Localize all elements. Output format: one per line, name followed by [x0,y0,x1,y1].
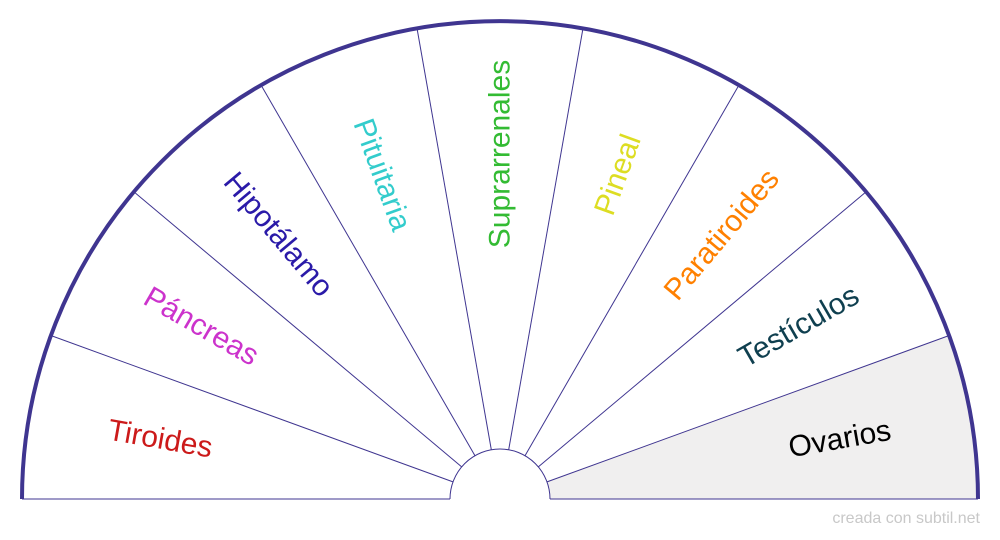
segment-divider [508,28,584,450]
segment-dividers [50,28,950,483]
segment-4-fill [261,28,492,456]
segment-divider [524,84,740,456]
segment-divider [537,191,867,468]
segment-fills [22,21,978,499]
segment-3-fill [133,85,475,467]
center-hub [449,448,551,500]
segment-divider [133,191,463,468]
segment-1-fill [22,335,454,499]
segment-divider [416,28,492,450]
segment-2-fill [50,191,462,482]
segment-divider [50,335,454,483]
segment-label-5: Suprarrenales [484,60,517,248]
segment-divider [260,84,476,456]
segment-7-fill [525,85,867,467]
segment-6-fill [508,28,739,456]
segment-divider [546,335,950,483]
segment-5-fill [416,21,584,450]
segment-8-fill [538,191,950,482]
segment-9-fill [546,335,978,499]
chart-outline [20,19,980,500]
credit-text: creada con subtil.net [832,510,980,527]
outer-arc [20,19,980,500]
